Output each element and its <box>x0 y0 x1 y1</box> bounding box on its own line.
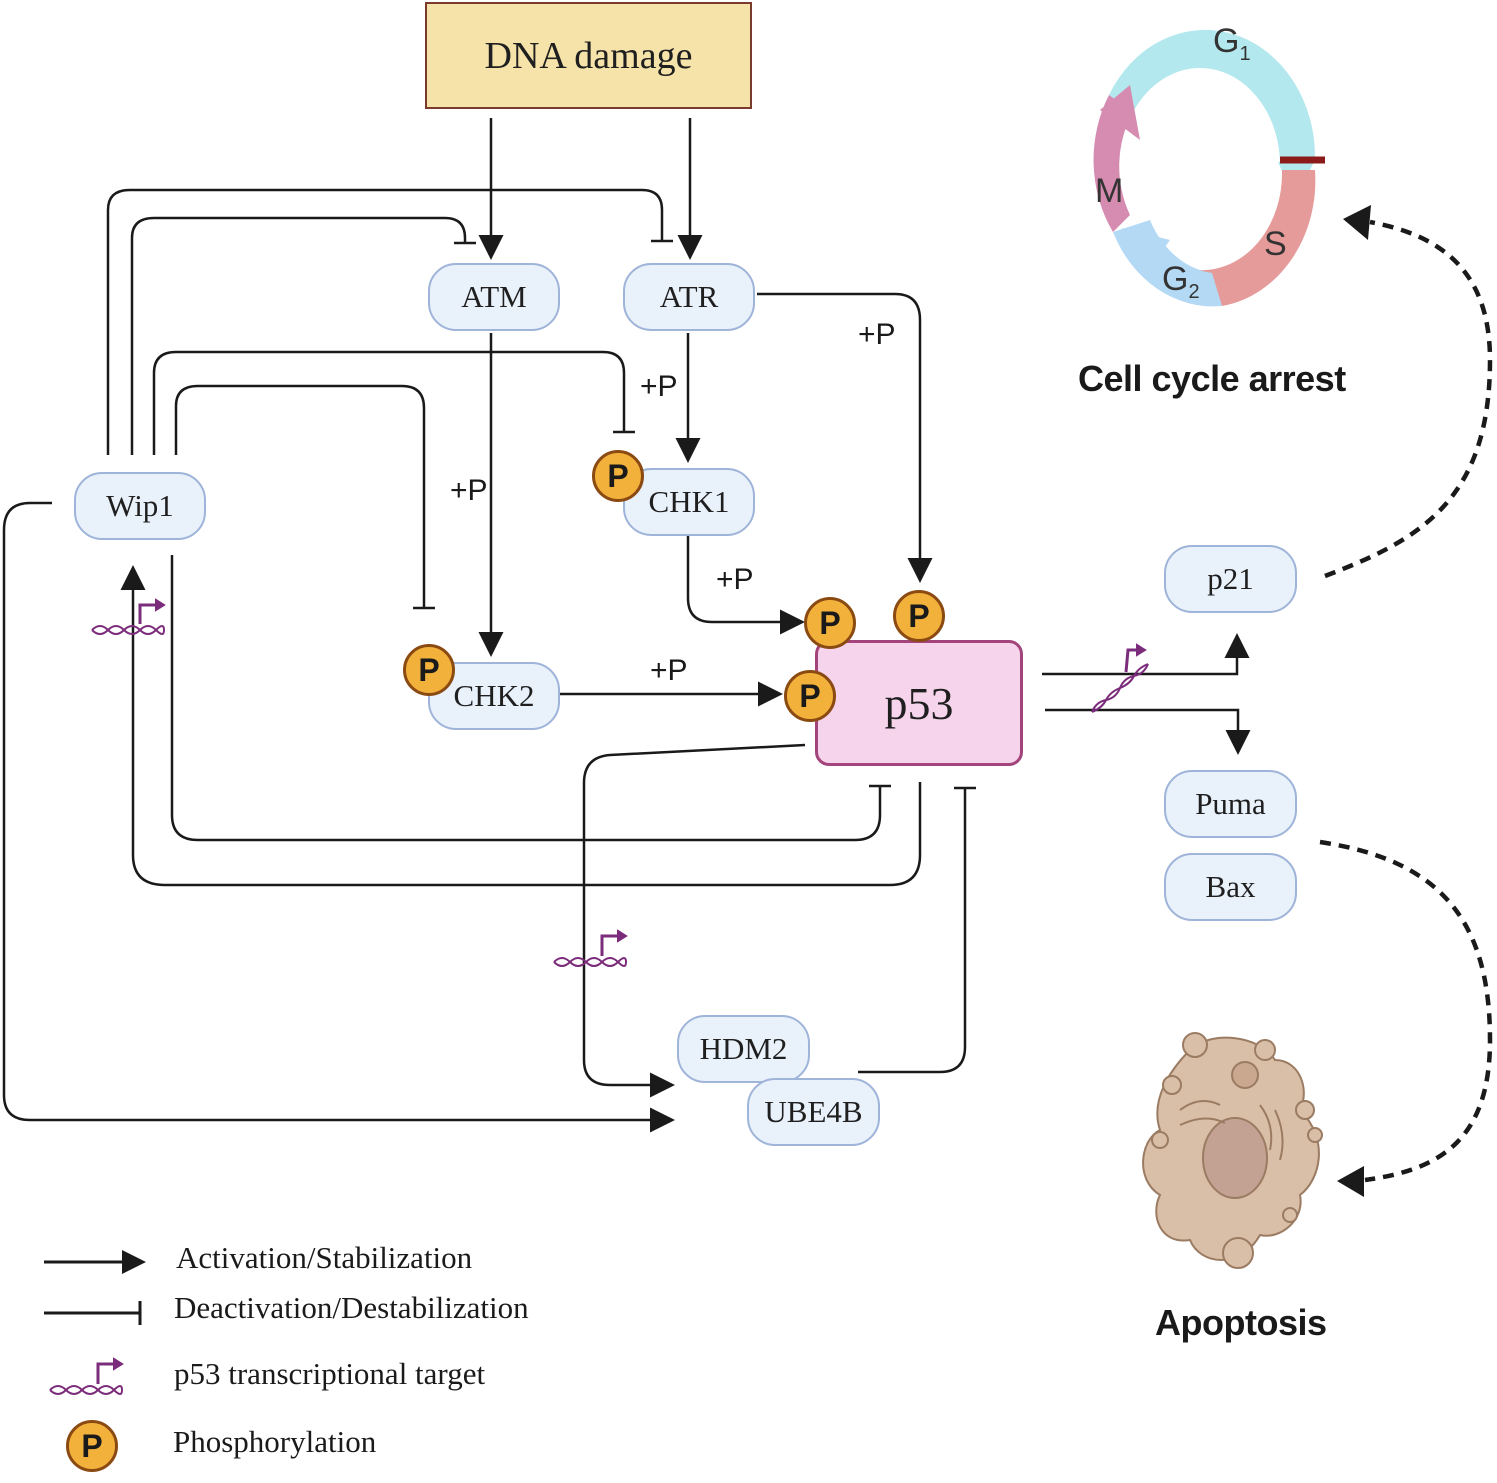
edge-wip1-chk2 <box>174 384 426 608</box>
phospho-badge-p53-a: P <box>804 597 856 649</box>
edge-p53-hdm2 <box>582 743 806 1098</box>
edge-atr-p53 <box>757 292 933 583</box>
apoptotic-cell-icon <box>1142 1032 1323 1269</box>
label-atr-chk1: +P <box>640 370 678 403</box>
node-hdm2: HDM2 <box>677 1015 810 1083</box>
phase-g1 <box>1109 29 1316 166</box>
edge-wip1-atm <box>130 216 467 455</box>
edge-p53-wip1 <box>120 565 922 887</box>
phospho-badge-p53-b: P <box>893 590 945 642</box>
phospho-badge-chk2: P <box>403 644 455 696</box>
legend-phosphorylation: Phosphorylation <box>173 1424 377 1459</box>
legend-dna-icon <box>49 1357 124 1395</box>
phase-m <box>1093 95 1133 232</box>
edge-wip1-chk1 <box>152 350 626 455</box>
label-g2: G2 <box>1162 260 1200 303</box>
arrow-head-apoptosis <box>1337 1166 1364 1197</box>
phospho-badge-p53-c: P <box>784 670 836 722</box>
node-ube4b: UBE4B <box>747 1078 880 1146</box>
cell-cycle-ring: G1 S G2 M <box>1093 22 1325 307</box>
label-atr-p53: +P <box>858 318 896 351</box>
edge-chk1-p53 <box>686 535 805 635</box>
edge-p53-p21 <box>1042 633 1250 676</box>
node-p53: p53 <box>815 640 1023 766</box>
label-atm-chk2: +P <box>450 474 488 507</box>
label-m: M <box>1095 172 1123 210</box>
phase-s <box>1198 170 1316 306</box>
label-chk2-p53: +P <box>650 654 688 687</box>
dna-target-icon <box>553 929 628 967</box>
legend-activation: Activation/Stabilization <box>176 1240 473 1275</box>
dna-damage-box: DNA damage <box>425 2 752 109</box>
dna-target-icon <box>91 598 166 635</box>
edge-hdm2-p53 <box>858 788 967 1074</box>
edge-puma-apoptosis <box>1319 839 1493 1183</box>
node-chk1: CHK1 <box>623 468 755 536</box>
outcome-cell-cycle-arrest: Cell cycle arrest <box>1078 358 1346 399</box>
node-chk2: CHK2 <box>428 662 560 730</box>
arrow-head-arrest <box>1343 205 1371 240</box>
outcome-apoptosis: Apoptosis <box>1155 1302 1327 1343</box>
phospho-badge-chk1: P <box>592 450 644 502</box>
node-wip1: Wip1 <box>74 472 206 540</box>
label-s: S <box>1264 225 1287 263</box>
legend-deactivation: Deactivation/Destabilization <box>174 1290 529 1325</box>
edge-p53-puma <box>1045 708 1251 755</box>
node-atr: ATR <box>623 263 755 331</box>
edge-wip1-p53 <box>170 555 882 842</box>
dna-target-icon <box>1091 643 1149 713</box>
node-atm: ATM <box>428 263 560 331</box>
legend-transcriptional-target: p53 transcriptional target <box>174 1356 486 1391</box>
legend-phospho-badge: P <box>66 1420 118 1472</box>
label-g1: G1 <box>1213 22 1251 65</box>
node-bax: Bax <box>1164 853 1297 921</box>
edge-wip1-ube4b <box>2 501 675 1133</box>
node-p21: p21 <box>1164 545 1297 613</box>
label-chk1-p53: +P <box>716 563 754 596</box>
edge-p21-arrest <box>1324 219 1493 579</box>
node-puma: Puma <box>1164 770 1297 838</box>
edge-wip1-atr <box>106 188 664 455</box>
